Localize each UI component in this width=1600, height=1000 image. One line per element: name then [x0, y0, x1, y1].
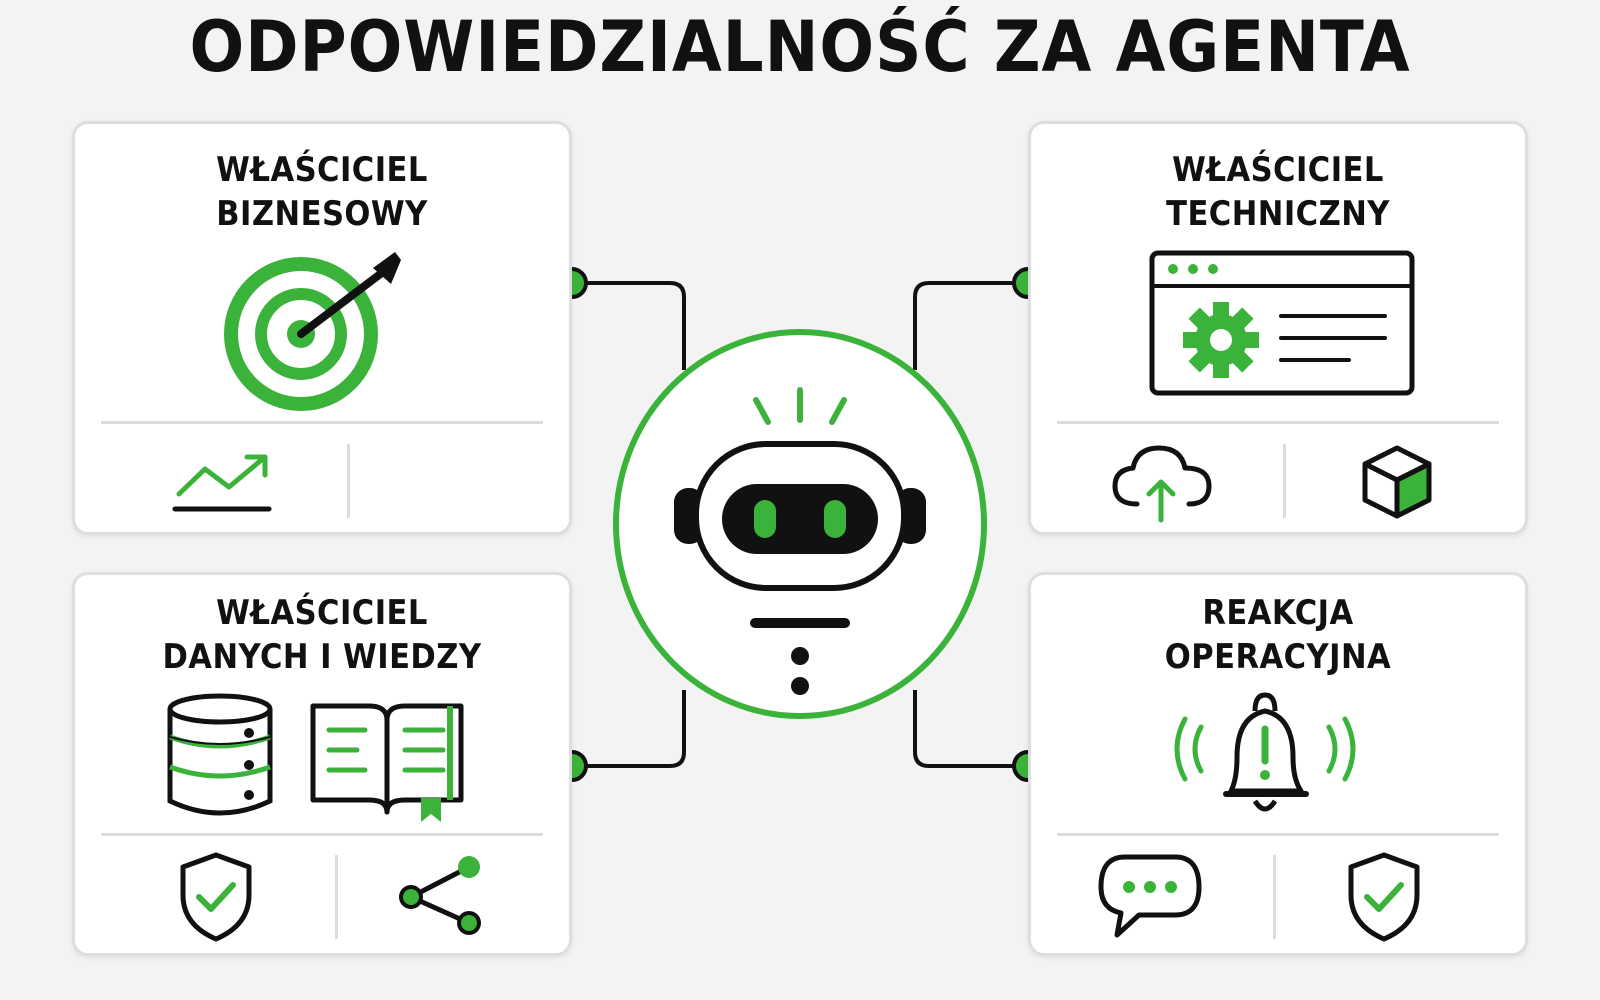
bell-alert-icon — [1174, 692, 1356, 812]
card-title-line2: OPERACYJNA — [1164, 637, 1392, 677]
page-title: ODPOWIEDZIALNOŚĆ ZA AGENTA — [189, 6, 1411, 88]
shield-check-icon — [180, 852, 252, 942]
card-title: WŁAŚCICIEL DANYCH I WIEDZY — [100, 591, 545, 679]
card-title: WŁAŚCICIEL BIZNESOWY — [100, 148, 545, 236]
share-icon — [399, 856, 481, 935]
cube-icon — [1362, 445, 1432, 519]
cloud-upload-icon — [1112, 445, 1212, 523]
card-column-divider — [1283, 444, 1286, 518]
card-title-line2: BIZNESOWY — [216, 194, 428, 234]
connector-business — [572, 281, 686, 370]
card-technical-owner: WŁAŚCICIEL TECHNICZNY — [1028, 121, 1528, 535]
shield-check-icon — [1348, 852, 1420, 942]
card-title-line1: WŁAŚCICIEL — [216, 150, 428, 190]
card-column-divider — [347, 444, 350, 518]
book-icon — [310, 703, 464, 822]
card-business-owner: WŁAŚCICIEL BIZNESOWY — [72, 121, 572, 535]
robot-agent-icon — [613, 329, 987, 719]
trend-up-icon — [172, 454, 272, 512]
card-divider — [101, 421, 543, 424]
target-icon — [224, 252, 401, 411]
card-title-line1: WŁAŚCICIEL — [1172, 150, 1384, 190]
card-title-line1: WŁAŚCICIEL — [216, 593, 428, 633]
card-title-line2: TECHNICZNY — [1166, 194, 1390, 234]
card-title: WŁAŚCICIEL TECHNICZNY — [1056, 148, 1501, 236]
card-column-divider — [335, 855, 338, 939]
app-window-gear-icon — [1149, 250, 1415, 396]
chat-bubble-icon — [1098, 854, 1202, 938]
card-operational-response: REAKCJA OPERACYJNA — [1028, 572, 1528, 956]
connector-data — [572, 690, 686, 768]
connector-technical — [913, 281, 1028, 370]
card-divider — [1057, 421, 1499, 424]
card-column-divider — [1273, 855, 1276, 939]
database-icon — [167, 693, 273, 816]
card-title-line1: REAKCJA — [1202, 593, 1354, 633]
connector-operations — [913, 690, 1028, 768]
card-divider — [1057, 833, 1499, 836]
card-title-line2: DANYCH I WIEDZY — [162, 637, 482, 677]
card-title: REAKCJA OPERACYJNA — [1056, 591, 1501, 679]
card-divider — [101, 833, 543, 836]
card-data-owner: WŁAŚCICIEL DANYCH I WIEDZY — [72, 572, 572, 956]
